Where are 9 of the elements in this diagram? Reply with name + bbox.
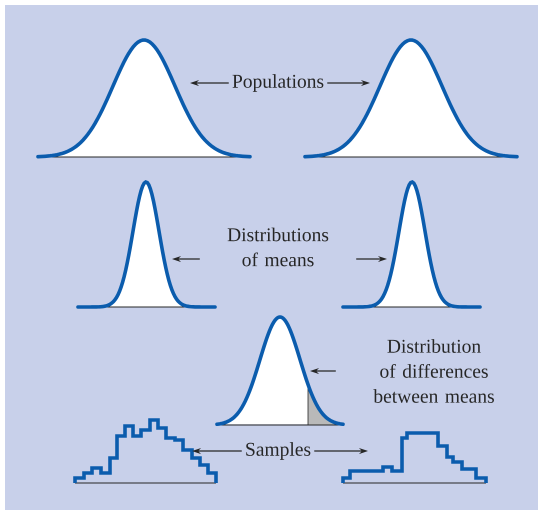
label-text: Distributions of means	[228, 228, 328, 266]
bell-curve-drawing	[76, 180, 217, 309]
label-text: Samples	[246, 442, 310, 460]
bell-curve-drawing	[215, 315, 345, 426]
histogram-drawing	[341, 431, 488, 484]
bell-curve-drawing	[341, 180, 482, 309]
histogram-drawing	[73, 418, 218, 484]
label-text: Populations	[232, 74, 324, 92]
label-text: Distribution of differences between means	[373, 339, 494, 403]
